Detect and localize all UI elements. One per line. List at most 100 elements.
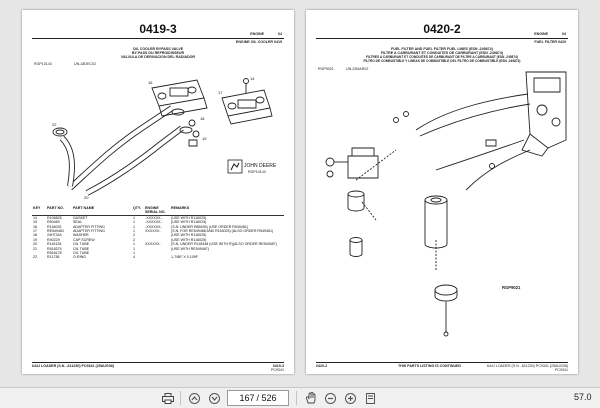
table-cell: XXXXXX- (145, 229, 161, 234)
table-cell: -XXXXXX- (145, 220, 162, 225)
table-cell: OIL TUBE (73, 251, 90, 256)
title-line-1: FUEL FILTER AND FUEL FILTER FUEL LINES (… (391, 47, 493, 51)
table-header-row: KEY PART NO. PART NAME QTY. ENGINE SERIA… (32, 206, 284, 216)
table-cell: RE549481 (47, 229, 64, 234)
table-cell: (S.N. FOR RE549488 AND R116025) (ALSO OR… (171, 229, 274, 234)
table-cell: (S.N. UNDER R85495) (USE ORDER R549481) (171, 224, 249, 229)
zoom-in-icon[interactable] (342, 390, 358, 406)
ref-code: UN-23MAR02 (346, 67, 369, 71)
footer-sub: PC9341 (555, 368, 568, 372)
viewer-toolbar: 167 / 526 57.0 (0, 387, 600, 408)
svg-text:14: 14 (250, 76, 255, 81)
logo-text: JOHN DEERE (244, 163, 277, 169)
page-number-input[interactable]: 167 / 526 (227, 390, 289, 406)
table-cell (144, 255, 170, 259)
table-cell: (USE WITH R116025) (171, 237, 207, 242)
oil-cooler-bypass-diagram: 22 20 16 18 19 17 14 (52, 76, 273, 200)
col-remarks: REMARKS (171, 206, 190, 210)
table-cell: O-RING (73, 255, 86, 260)
page-up-icon[interactable] (186, 390, 202, 406)
title-line-3: VALVULA DE DERIVACION DEL RADIADOR (120, 55, 196, 59)
ref-left: RGP10143 (34, 62, 52, 66)
table-cell: 1 (133, 220, 135, 225)
table-cell: OIL TUBE (73, 246, 90, 251)
total-pages: / 526 (256, 393, 277, 403)
footer-sub: PC9341 (271, 368, 284, 372)
table-cell: 1 (133, 246, 135, 251)
zoom-level[interactable]: 57.0 (574, 392, 592, 402)
ref-code: UN-18DEC02 (74, 62, 96, 66)
table-cell: R116128 (47, 242, 62, 247)
zoom-out-icon[interactable] (322, 390, 338, 406)
svg-text:20: 20 (84, 195, 89, 200)
table-cell: 21 (33, 246, 37, 251)
table-cell: GASKET (73, 215, 88, 220)
table-cell: 1 (133, 251, 135, 256)
table-cell: 15 (33, 220, 37, 225)
table-cell: ADAPTER FITTING (73, 224, 105, 229)
table-cell: R11738 (47, 255, 60, 260)
header-subtitle: ENGINE OIL COOLER 0419 (235, 40, 282, 44)
footer-right: 0419-3 (272, 364, 284, 368)
title-line-4: FILTRO DE COMBUSTIBLE Y LINEAS DE COMBUS… (363, 59, 521, 63)
table-cell: 1 (133, 215, 135, 220)
header-section: ENGINE (534, 32, 548, 36)
page-right: 0420-2 ENGINE 04 FUEL FILTER 0420 FUEL F… (306, 10, 578, 374)
col-key: KEY (33, 206, 41, 210)
table-cell: 20 (33, 242, 37, 247)
table-cell: -XXXXXX- (145, 224, 162, 229)
page-down-icon[interactable] (206, 390, 222, 406)
table-cell: SEAL (73, 220, 83, 225)
ref-left: RGP9021 (318, 67, 334, 71)
table-cell: 1-7/8IF X 0.109F (171, 255, 198, 260)
table-cell: R106825 (47, 215, 62, 220)
table-cell: (USE WITH R116025) (171, 215, 207, 220)
table-cell: 17 (33, 229, 37, 234)
table-cell: 24H7344 (47, 233, 62, 238)
table-cell: 1 (133, 229, 135, 234)
table-cell: CAP SCREW (73, 237, 95, 242)
table-cell: 2 (133, 233, 135, 238)
fit-page-icon[interactable] (362, 390, 378, 406)
footer-right: 644J LOADER (S.N. -611230) PC9341 (25AUG… (486, 364, 568, 368)
table-cell: 19 (33, 237, 37, 242)
page-left: 0419-3 ENGINE 04 ENGINE OIL COOLER 0419 … (22, 10, 294, 374)
col-qty: QTY. (133, 206, 141, 210)
svg-text:16: 16 (148, 80, 153, 85)
table-cell: R116025 (47, 224, 62, 229)
table-cell: (USE WITH R116025) (171, 233, 207, 238)
table-row: 17 RE549481 ADAPTER FITTING 1 XXXXXX- (S.N. F… (32, 229, 284, 233)
col-part-name: PART NAME (73, 206, 95, 210)
table-cell: (S.N. UNDER R118348 (USE WITH R)(ALSO OR… (171, 242, 277, 247)
header-subtitle: FUEL FILTER 0420 (534, 40, 566, 44)
print-icon[interactable] (160, 390, 176, 406)
table-cell: ADAPTER FITTING (73, 229, 105, 234)
table-cell: 1 (133, 224, 135, 229)
table-cell: 14 (33, 215, 37, 220)
parts-table: KEY PART NO. PART NAME QTY. ENGINE SERIA… (32, 206, 284, 260)
footer-center: THIS PARTS LISTING IS CONTINUED (398, 364, 462, 368)
header-code: 04 (278, 32, 282, 36)
figure-ref: RGP10143 (248, 170, 266, 174)
table-cell: XXXXXX- (145, 242, 161, 247)
title-line-1: OIL COOLER BYPASS VALVE (132, 47, 184, 51)
fuel-filter-diagram (325, 71, 567, 337)
svg-text:17: 17 (218, 90, 223, 95)
footer-left: 644J LOADER (S.N. -611230) PC9341 (25AUG… (32, 364, 114, 368)
table-cell: 18 (33, 233, 37, 238)
table-cell: 4 (133, 255, 135, 260)
figure-ref: RGP9021 (502, 285, 521, 290)
svg-text:18: 18 (200, 116, 205, 121)
page-number: 0420-2 (423, 22, 461, 36)
hand-tool-icon[interactable] (302, 390, 318, 406)
table-cell: OIL TUBE (73, 242, 90, 247)
